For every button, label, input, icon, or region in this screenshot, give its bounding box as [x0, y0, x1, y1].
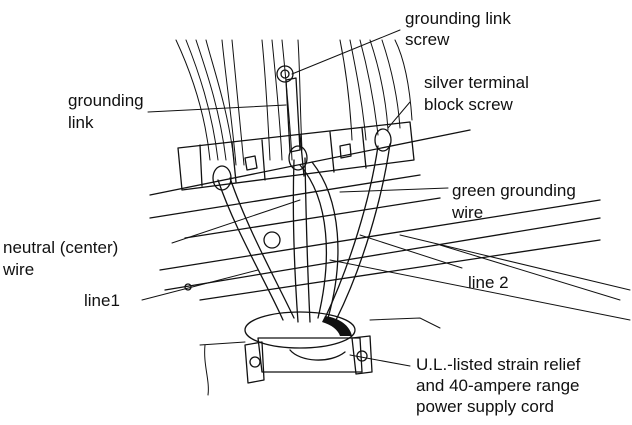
- range-back-panel: [149, 129, 631, 321]
- strain-relief-clamp: [199, 311, 441, 396]
- power-cord-wires: [217, 143, 391, 323]
- label-neutral-center-wire: neutral (center) wire: [2, 238, 123, 279]
- label-line2: line 2: [468, 273, 509, 292]
- label-line1: line1: [84, 291, 120, 310]
- label-silver-terminal-block-screw: silver terminal block screw: [424, 73, 534, 114]
- leader-lines: [141, 29, 463, 367]
- label-green-grounding-wire: green grounding wire: [451, 181, 581, 222]
- terminal-block: [177, 65, 415, 191]
- label-grounding-link-screw: grounding link screw: [405, 9, 516, 49]
- label-strain-relief-cord: U.L.-listed strain relief and 40-ampere …: [416, 355, 585, 416]
- label-grounding-link: grounding link: [68, 91, 148, 132]
